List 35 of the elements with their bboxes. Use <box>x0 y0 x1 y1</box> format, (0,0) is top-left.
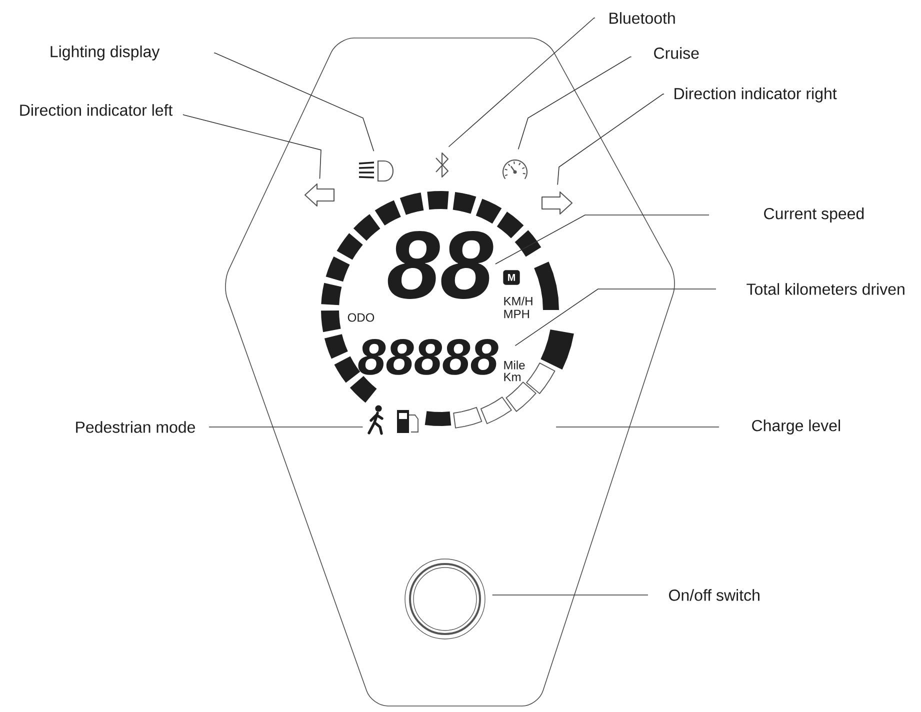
callout-label: Total kilometers driven <box>746 283 904 295</box>
leader-line <box>182 114 322 180</box>
leader-line <box>448 18 596 148</box>
headlight-icon <box>358 160 394 182</box>
power-button <box>404 558 486 640</box>
unit-label: KM/H <box>504 296 532 306</box>
leader-line <box>556 426 720 428</box>
leader-line <box>557 94 664 186</box>
callout-label: Lighting display <box>50 46 160 60</box>
unit-label: Km <box>504 372 520 382</box>
turn-arrow-icon <box>541 191 573 215</box>
bluetooth-icon <box>436 152 449 178</box>
callout-label: Direction indicator right <box>674 88 837 102</box>
unit-label: MPH <box>504 310 529 318</box>
leader-line <box>518 56 632 150</box>
speed-digits: 88 <box>388 231 494 299</box>
unit-label: Mile <box>504 360 525 370</box>
gauge-icon <box>502 160 528 180</box>
leader-line <box>208 426 364 428</box>
leader-line <box>514 288 716 346</box>
lcd-label: ODO <box>348 313 374 322</box>
callout-label: Current speed <box>764 208 864 222</box>
leader-line <box>495 214 710 264</box>
leader-line <box>492 594 648 596</box>
callout-label: Charge level <box>752 420 840 434</box>
leader-line <box>214 52 374 152</box>
callout-label: Pedestrian mode <box>76 421 195 433</box>
odometer-digits: 88888 <box>358 339 498 375</box>
callout-label: Cruise <box>654 47 699 59</box>
mode-badge: M <box>503 270 520 285</box>
turn-arrow-icon <box>304 183 335 207</box>
callout-label: On/off switch <box>669 589 760 601</box>
callout-label: Direction indicator left <box>20 104 173 116</box>
walking-person-icon <box>368 405 384 435</box>
callout-label: Bluetooth <box>610 12 675 24</box>
